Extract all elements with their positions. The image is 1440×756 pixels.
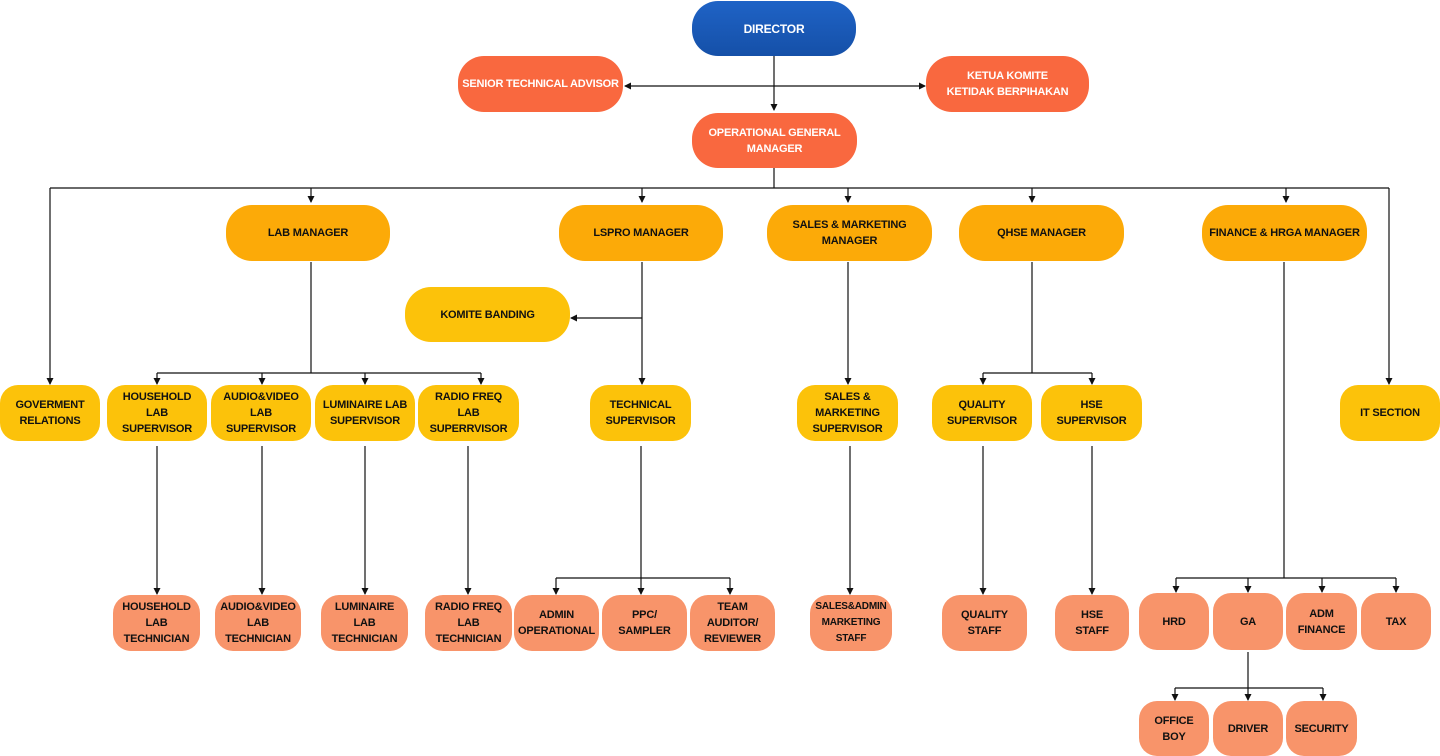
quality-supervisor-box: QUALITY SUPERVISOR (932, 385, 1032, 441)
ppc-sampler-box: PPC/ SAMPLER (602, 595, 687, 651)
sales-admin-marketing-staff-box: SALES&ADMIN MARKETING STAFF (810, 595, 892, 651)
lab-manager-box: LAB MANAGER (226, 205, 390, 261)
adm-finance-box: ADM FINANCE (1286, 593, 1357, 650)
audio-video-lab-technician-box: AUDIO&VIDEO LAB TECHNICIAN (215, 595, 301, 651)
technical-supervisor-box: TECHNICAL SUPERVISOR (590, 385, 691, 441)
goverment-relations-box: GOVERMENT RELATIONS (0, 385, 100, 441)
hrd-box: HRD (1139, 593, 1209, 650)
it-section-box: IT SECTION (1340, 385, 1440, 441)
hse-supervisor-box: HSE SUPERVISOR (1041, 385, 1142, 441)
security-box: SECURITY (1286, 701, 1357, 756)
tax-box: TAX (1361, 593, 1431, 650)
luminaire-lab-supervisor-box: LUMINAIRE LAB SUPERVISOR (315, 385, 415, 441)
driver-box: DRIVER (1213, 701, 1283, 756)
senior-technical-advisor-box: SENIOR TECHNICAL ADVISOR (458, 56, 623, 112)
audio-video-lab-supervisor-box: AUDIO&VIDEO LAB SUPERVISOR (211, 385, 311, 441)
admin-operational-box: ADMIN OPERATIONAL (514, 595, 599, 651)
qhse-manager-box: QHSE MANAGER (959, 205, 1124, 261)
director-box: DIRECTOR (692, 1, 856, 56)
operational-general-manager-box: OPERATIONAL GENERAL MANAGER (692, 113, 857, 168)
ga-box: GA (1213, 593, 1283, 650)
lspro-manager-box: LSPRO MANAGER (559, 205, 723, 261)
ketua-komite-box: KETUA KOMITE KETIDAK BERPIHAKAN (926, 56, 1089, 112)
hse-staff-box: HSE STAFF (1055, 595, 1129, 651)
household-lab-technician-box: HOUSEHOLD LAB TECHNICIAN (113, 595, 200, 651)
finance-hrga-manager-box: FINANCE & HRGA MANAGER (1202, 205, 1367, 261)
household-lab-supervisor-box: HOUSEHOLD LAB SUPERVISOR (107, 385, 207, 441)
sales-marketing-supervisor-box: SALES & MARKETING SUPERVISOR (797, 385, 898, 441)
office-boy-box: OFFICE BOY (1139, 701, 1209, 756)
luminaire-lab-technician-box: LUMINAIRE LAB TECHNICIAN (321, 595, 408, 651)
radio-freq-lab-technician-box: RADIO FREQ LAB TECHNICIAN (425, 595, 512, 651)
radio-freq-lab-supervisor-box: RADIO FREQ LAB SUPERRVISOR (418, 385, 519, 441)
sales-marketing-manager-box: SALES & MARKETING MANAGER (767, 205, 932, 261)
team-auditor-reviewer-box: TEAM AUDITOR/ REVIEWER (690, 595, 775, 651)
komite-banding-box: KOMITE BANDING (405, 287, 570, 342)
quality-staff-box: QUALITY STAFF (942, 595, 1027, 651)
